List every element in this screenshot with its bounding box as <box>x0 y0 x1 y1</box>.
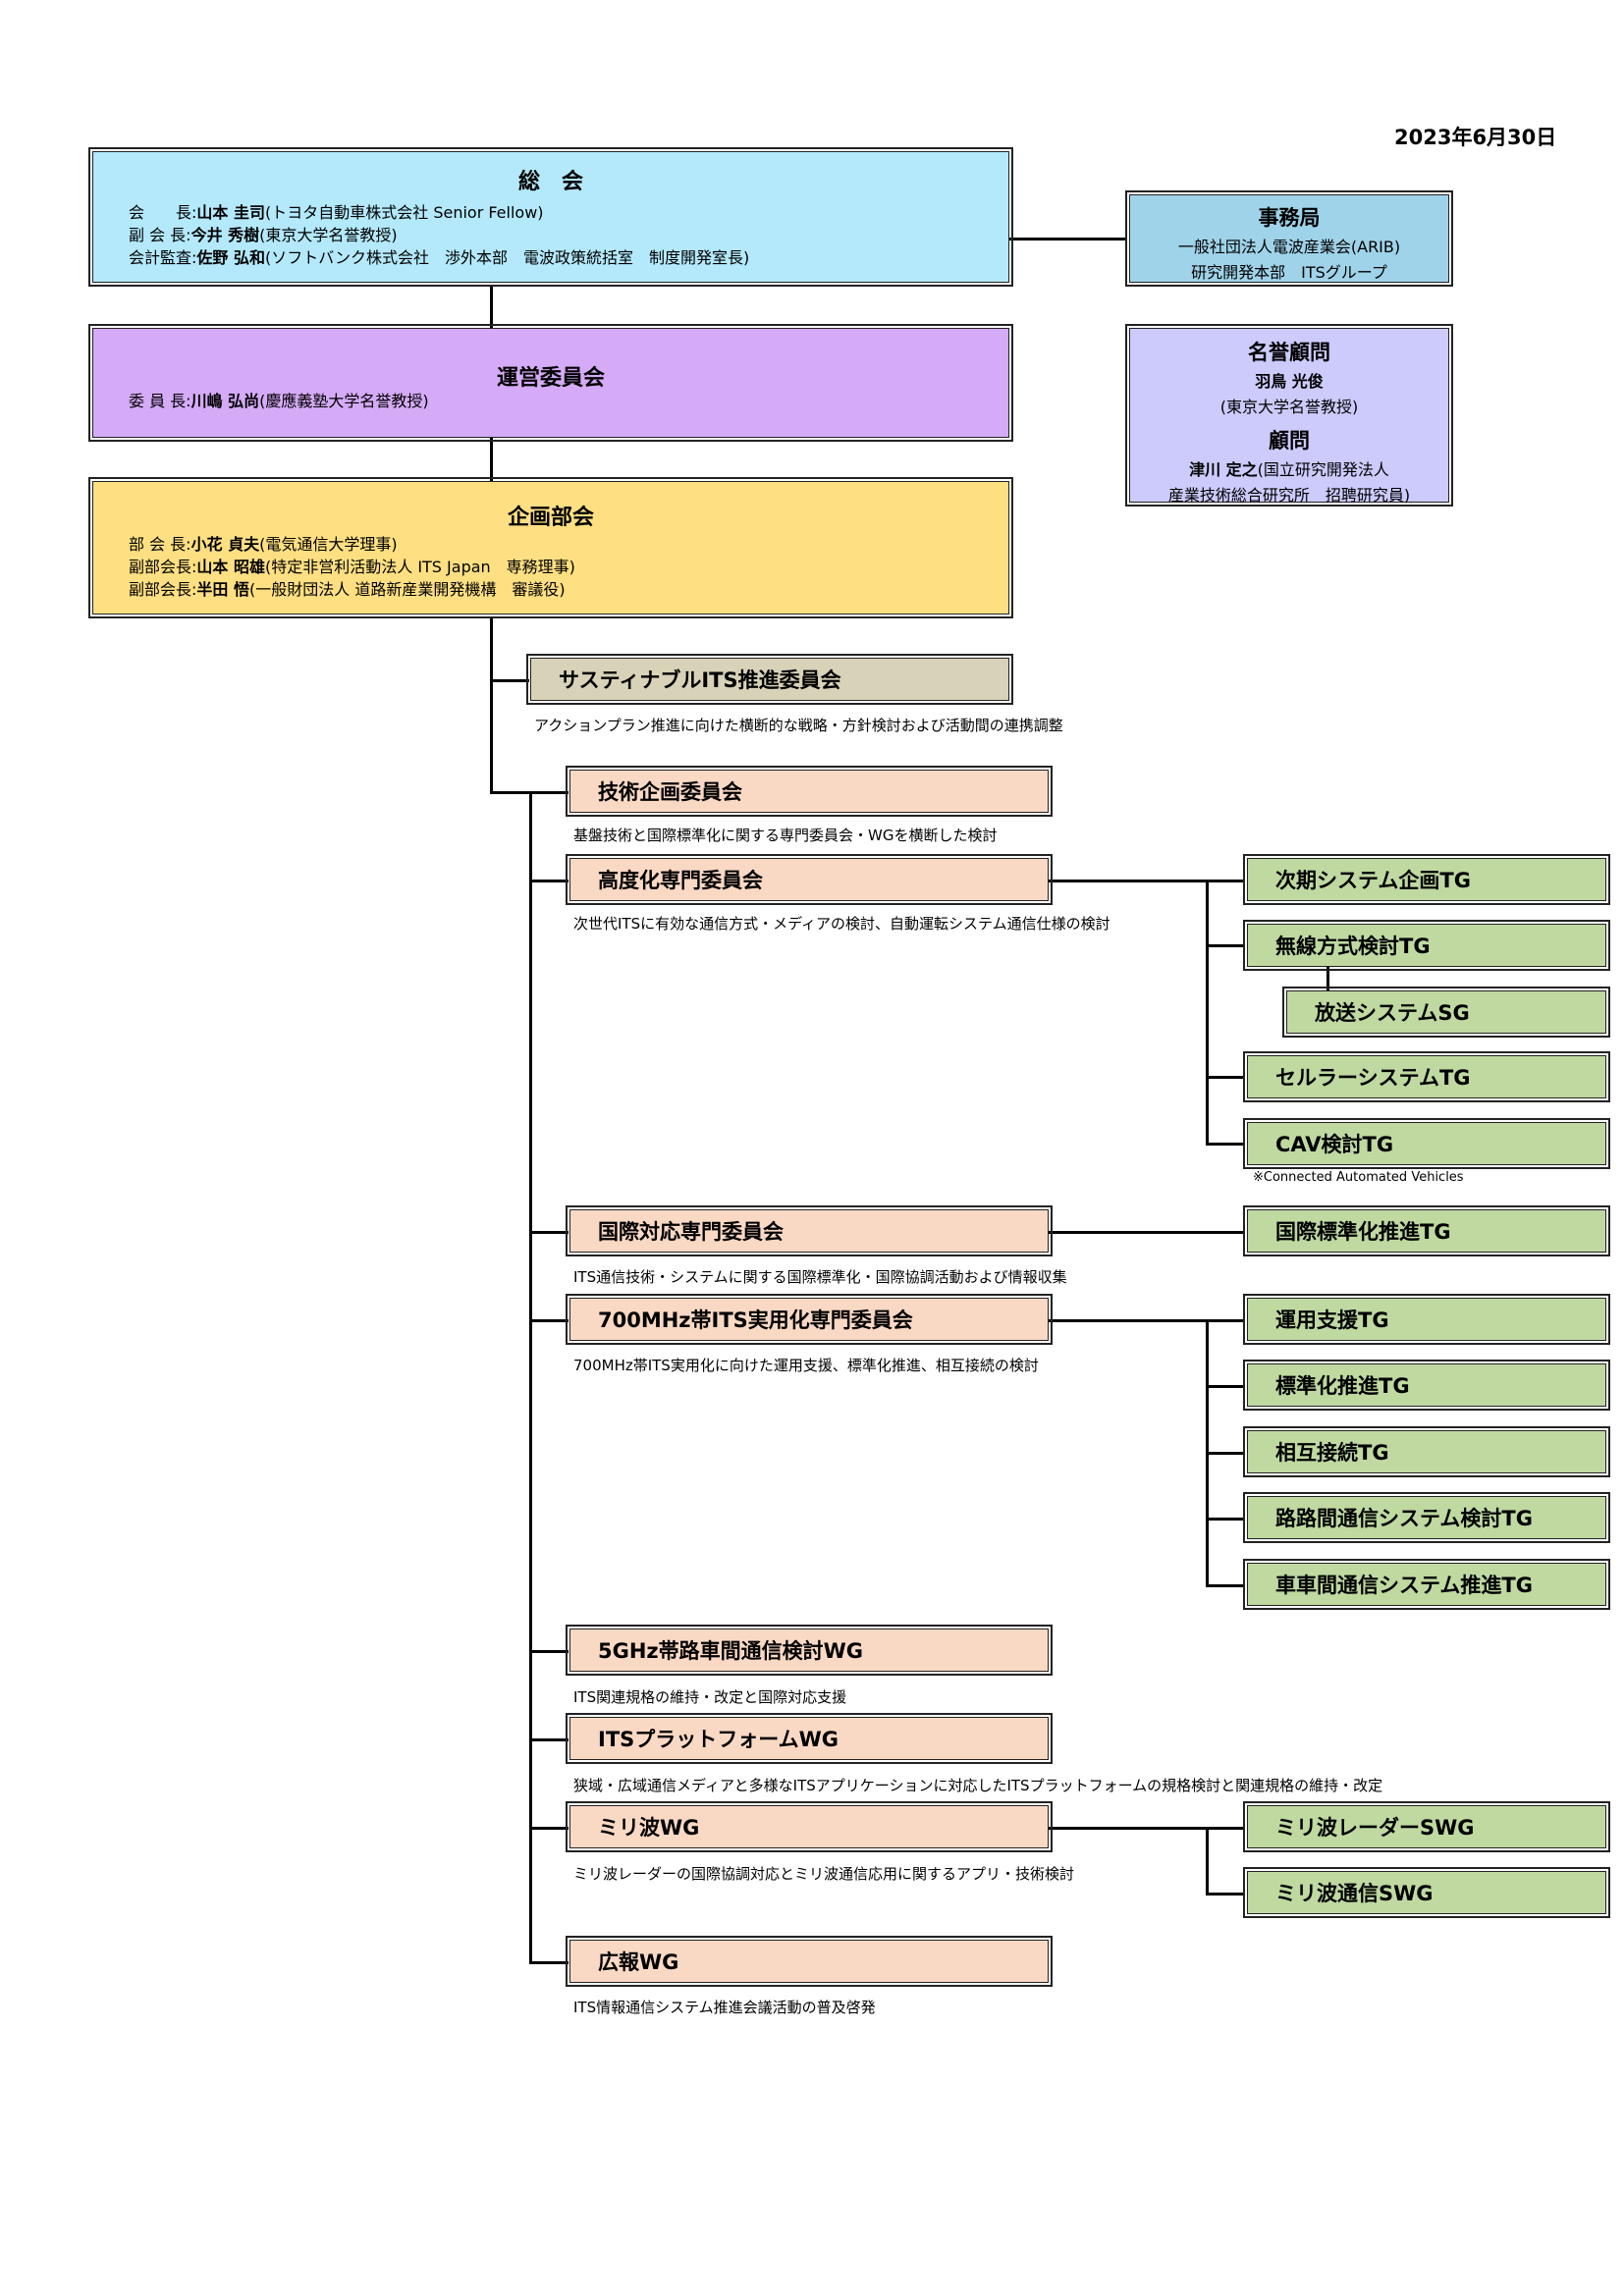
steering-committee-title: 運営委員会 <box>496 366 605 391</box>
assembly-member-chair: 会 長:山本 圭司(トヨタ自動車株式会社 Senior Fellow) <box>129 203 544 222</box>
honorary-advisor-affil: (東京大学名誉教授) <box>1219 398 1359 416</box>
connector-committee-6 <box>529 1738 568 1741</box>
connector-mmwave-1 <box>1206 1827 1245 1830</box>
honorary-advisor-title: 名誉顧問 <box>1248 341 1330 364</box>
planning-member-vice-2: 副部会長:半田 悟(一般財団法人 道路新産業開発機構 審議役) <box>129 580 566 599</box>
connector-assembly-steering <box>490 285 493 328</box>
committee-tech-planning: 技術企画委員会 <box>566 766 1053 817</box>
connector-committee-4 <box>529 1319 568 1322</box>
committee-mmwave-wg-desc: ミリ波レーダーの国際協調対応とミリ波通信応用に関するアプリ・技術検討 <box>573 1865 1075 1883</box>
connector-committee-8 <box>529 1961 568 1964</box>
planning-member-chair: 部 会 長:小花 貞夫(電気通信大学理事) <box>129 535 398 554</box>
tg-road-to-road-comm: 路路間通信システム検討TG <box>1243 1492 1610 1543</box>
connector-intl-out <box>1049 1231 1245 1234</box>
connector-steering-planning <box>490 438 493 481</box>
committee-tech-planning-desc: 基盤技術と国際標準化に関する専門委員会・WGを横断した検討 <box>573 827 998 844</box>
connector-advanced-out <box>1049 880 1208 882</box>
honorary-advisor-name: 羽鳥 光俊 <box>1255 372 1324 391</box>
committee-pr-wg: 広報WG <box>566 1936 1053 1987</box>
connector-committee-trunk <box>529 791 532 1964</box>
connector-700-4 <box>1206 1518 1245 1521</box>
connector-700-5 <box>1206 1584 1245 1587</box>
sustainable-its-title: サスティナブルITS推進委員会 <box>559 668 841 692</box>
sustainable-its-desc: アクションプラン推進に向けた横断的な戦略・方針検討および活動間の連携調整 <box>534 717 1063 734</box>
connector-assembly-secretariat <box>1009 238 1127 240</box>
connector-radio-broadcast <box>1326 967 1329 990</box>
committee-pr-wg-desc: ITS情報通信システム推進会議活動の普及啓発 <box>573 1999 876 2016</box>
connector-700-3 <box>1206 1452 1245 1455</box>
committee-5ghz-wg: 5GHz帯路車間通信検討WG <box>566 1625 1053 1676</box>
swg-mmwave-comm: ミリ波通信SWG <box>1243 1867 1610 1918</box>
tg-cav: CAV検討TG <box>1243 1118 1610 1169</box>
planning-title: 企画部会 <box>507 506 594 530</box>
connector-committee-3 <box>529 1231 568 1234</box>
planning-member-vice-1: 副部会長:山本 昭雄(特定非営利活動法人 ITS Japan 専務理事) <box>129 558 575 576</box>
advisors-box: 名誉顧問 羽鳥 光俊 (東京大学名誉教授) 顧問 津川 定之(国立研究開発法人 … <box>1125 324 1453 507</box>
connector-mmwave-out <box>1049 1827 1208 1830</box>
committee-advanced: 高度化専門委員会 <box>566 854 1053 905</box>
connector-advanced-1 <box>1206 880 1245 882</box>
connector-advanced-5 <box>1206 1143 1245 1146</box>
general-assembly-box: 総 会 会 長:山本 圭司(トヨタ自動車株式会社 Senior Fellow) … <box>88 147 1013 287</box>
tg-cellular-system: セルラーシステムTG <box>1243 1051 1610 1102</box>
connector-advanced-trunk <box>1206 880 1209 1145</box>
committee-mmwave-wg: ミリ波WG <box>566 1801 1053 1852</box>
connector-advanced-4 <box>1206 1076 1245 1079</box>
connector-advanced-2 <box>1206 944 1245 947</box>
committee-700mhz-desc: 700MHz帯ITS実用化に向けた運用支援、標準化推進、相互接続の検討 <box>573 1357 1039 1374</box>
connector-committee-5 <box>529 1650 568 1653</box>
advisor-line1: 津川 定之(国立研究開発法人 <box>1189 460 1389 479</box>
connector-mmwave-trunk <box>1206 1827 1209 1896</box>
connector-700-2 <box>1206 1385 1245 1388</box>
general-assembly-title: 総 会 <box>517 170 583 194</box>
secretariat-title: 事務局 <box>1258 206 1321 230</box>
committee-advanced-desc: 次世代ITSに有効な通信方式・メディアの検討、自動運転システム通信仕様の検討 <box>573 915 1110 933</box>
sustainable-its-box: サスティナブルITS推進委員会 <box>526 654 1013 705</box>
committee-international-desc: ITS通信技術・システムに関する国際標準化・国際協調活動および情報収集 <box>573 1268 1067 1286</box>
assembly-member-auditor: 会計監査:佐野 弘和(ソフトバンク株式会社 渉外本部 電波政策統括室 制度開発室… <box>129 248 750 267</box>
committee-international: 国際対応専門委員会 <box>566 1205 1053 1256</box>
secretariat-box: 事務局 一般社団法人電波産業会(ARIB) 研究開発本部 ITSグループ <box>1125 190 1453 287</box>
document-date: 2023年6月30日 <box>1394 126 1557 149</box>
connector-700-out <box>1049 1319 1208 1322</box>
connector-mmwave-2 <box>1206 1893 1245 1896</box>
connector-committee-2 <box>529 880 568 882</box>
steering-member-chair: 委 員 長:川嶋 弘尚(慶應義塾大学名誉教授) <box>129 392 429 410</box>
committee-700mhz: 700MHz帯ITS実用化専門委員会 <box>566 1294 1053 1345</box>
advisor-line2: 産業技術総合研究所 招聘研究員) <box>1167 486 1411 505</box>
committee-its-platform-wg-desc: 狭域・広域通信メディアと多様なITSアプリケーションに対応したITSプラットフォ… <box>573 1777 1383 1794</box>
steering-committee-box: 運営委員会 委 員 長:川嶋 弘尚(慶應義塾大学名誉教授) <box>88 324 1013 442</box>
connector-planning-trunk <box>490 616 493 793</box>
secretariat-line1: 一般社団法人電波産業会(ARIB) <box>1177 238 1401 256</box>
secretariat-line2: 研究開発本部 ITSグループ <box>1191 263 1387 282</box>
sg-broadcast-system: 放送システムSG <box>1282 987 1610 1038</box>
advisor-title: 顧問 <box>1269 429 1310 453</box>
tg-vehicle-to-vehicle-comm: 車車間通信システム推進TG <box>1243 1559 1610 1610</box>
tg-operation-support: 運用支援TG <box>1243 1294 1610 1345</box>
swg-mmwave-radar: ミリ波レーダーSWG <box>1243 1801 1610 1852</box>
connector-700-1 <box>1206 1319 1245 1322</box>
committee-its-platform-wg: ITSプラットフォームWG <box>566 1713 1053 1764</box>
tg-international-standardization: 国際標準化推進TG <box>1243 1205 1610 1256</box>
tg-next-system-planning: 次期システム企画TG <box>1243 854 1610 905</box>
tg-standardization-promotion: 標準化推進TG <box>1243 1360 1610 1411</box>
connector-committee-7 <box>529 1827 568 1830</box>
tg-radio-method: 無線方式検討TG <box>1243 920 1610 971</box>
tg-interconnection: 相互接続TG <box>1243 1426 1610 1477</box>
connector-sustainable <box>490 679 529 682</box>
committee-5ghz-wg-desc: ITS関連規格の維持・改定と国際対応支援 <box>573 1688 847 1706</box>
planning-box: 企画部会 部 会 長:小花 貞夫(電気通信大学理事) 副部会長:山本 昭雄(特定… <box>88 477 1013 618</box>
assembly-member-vice-chair: 副 会 長:今井 秀樹(東京大学名誉教授) <box>129 226 398 244</box>
cav-note: ※Connected Automated Vehicles <box>1253 1170 1464 1185</box>
